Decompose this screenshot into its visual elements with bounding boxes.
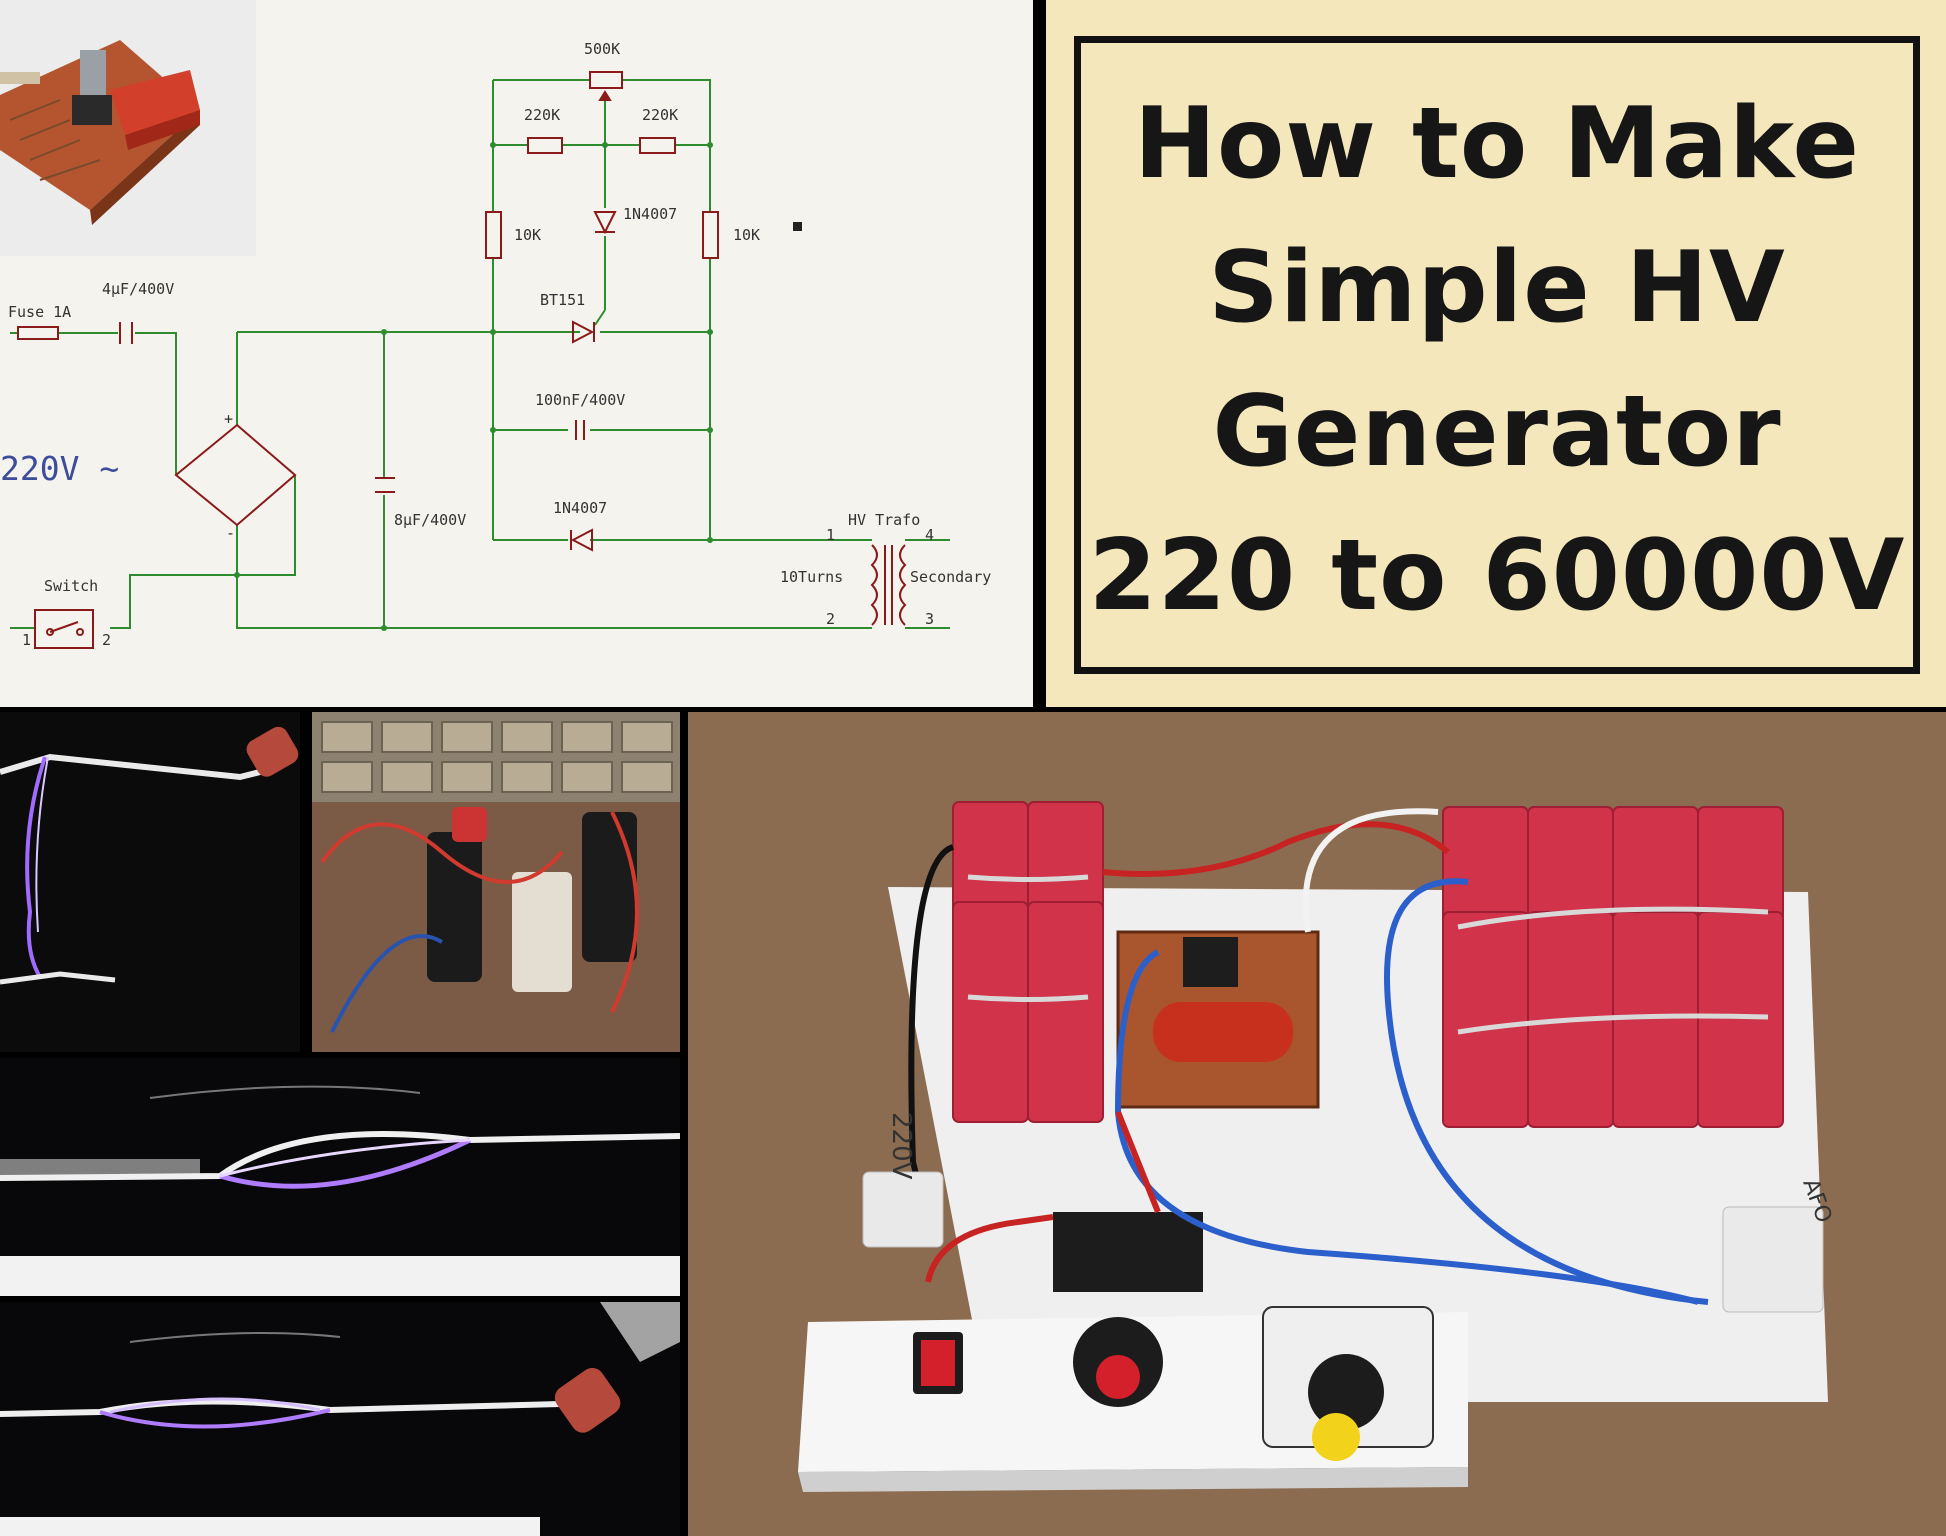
device-photo: 220V AFO xyxy=(688,712,1946,1536)
input-terminal xyxy=(862,1171,944,1248)
title-panel: How to Make Simple HV Generator 220 to 6… xyxy=(1040,0,1946,707)
output-terminal xyxy=(1722,1206,1824,1313)
label-pin1: 1 xyxy=(826,526,835,544)
label-r10k-right: 10K xyxy=(733,226,760,244)
potentiometer-knob[interactable] xyxy=(1308,1354,1384,1430)
wires xyxy=(10,79,950,629)
trafo-secondary xyxy=(899,544,907,626)
label-r10k-left: 10K xyxy=(514,226,541,244)
label-sw-pin2: 2 xyxy=(102,631,111,649)
label-turns: 10Turns xyxy=(780,568,843,586)
label-input: 220V ~ xyxy=(0,449,119,488)
label-pot: 500K xyxy=(584,40,620,58)
arc-photo-3 xyxy=(0,1302,680,1536)
label-cap-4u: 4µF/400V xyxy=(102,280,174,298)
title-line-1: How to Make xyxy=(1134,87,1860,201)
label-fuse: Fuse 1A xyxy=(8,303,71,321)
title-line-2: Simple HV xyxy=(1208,231,1786,345)
scr xyxy=(572,320,595,344)
schematic-panel: 500K 220K 220K 10K 10K 1N4007 BT151 100n… xyxy=(0,0,1033,707)
relay xyxy=(1053,1212,1203,1292)
label-diode-bottom: 1N4007 xyxy=(553,499,607,517)
diode-top xyxy=(593,211,617,235)
resistor-10k-right xyxy=(702,211,719,259)
label-secondary: Secondary xyxy=(910,568,991,586)
resistor-10k-left xyxy=(485,211,502,259)
setup-photo xyxy=(312,712,680,1052)
marker-square xyxy=(793,222,802,231)
label-220v: 220V xyxy=(886,1112,916,1180)
label-sw-pin1: 1 xyxy=(22,631,31,649)
title-line-3: Generator xyxy=(1212,375,1782,489)
capacitor-bank-right xyxy=(1442,806,1784,1128)
label-diode-top: 1N4007 xyxy=(623,205,677,223)
diode-bottom xyxy=(570,528,593,552)
title-frame: How to Make Simple HV Generator 220 to 6… xyxy=(1074,36,1920,674)
arc-photo-2 xyxy=(0,1058,680,1296)
resistor-220k-left xyxy=(527,137,563,154)
bridge-rectifier xyxy=(174,423,297,527)
label-trafo: HV Trafo xyxy=(848,511,920,529)
circuit-diagram: 500K 220K 220K 10K 10K 1N4007 BT151 100n… xyxy=(0,0,991,649)
title-line-4: 220 to 60000V xyxy=(1088,519,1906,633)
arc-photo-1 xyxy=(0,712,300,1052)
label-bridge-plus: + xyxy=(224,410,233,428)
label-r220-left: 220K xyxy=(524,106,560,124)
label-scr: BT151 xyxy=(540,291,585,309)
label-cap-8u: 8µF/400V xyxy=(394,511,466,529)
label-pin2: 2 xyxy=(826,610,835,628)
resistor-220k-right xyxy=(639,137,676,154)
switch xyxy=(34,609,94,649)
label-switch: Switch xyxy=(44,577,98,595)
fuse xyxy=(17,326,59,340)
trafo-primary xyxy=(870,544,878,626)
pcb-thumbnail xyxy=(0,0,256,256)
label-bridge-minus: - xyxy=(226,524,235,542)
potentiometer xyxy=(589,71,623,89)
label-pin4: 4 xyxy=(925,526,934,544)
label-pin3: 3 xyxy=(925,610,934,628)
capacitor-bank-left xyxy=(952,801,1104,1123)
components xyxy=(17,71,907,649)
label-r220-right: 220K xyxy=(642,106,678,124)
label-cap-100n: 100nF/400V xyxy=(535,391,625,409)
